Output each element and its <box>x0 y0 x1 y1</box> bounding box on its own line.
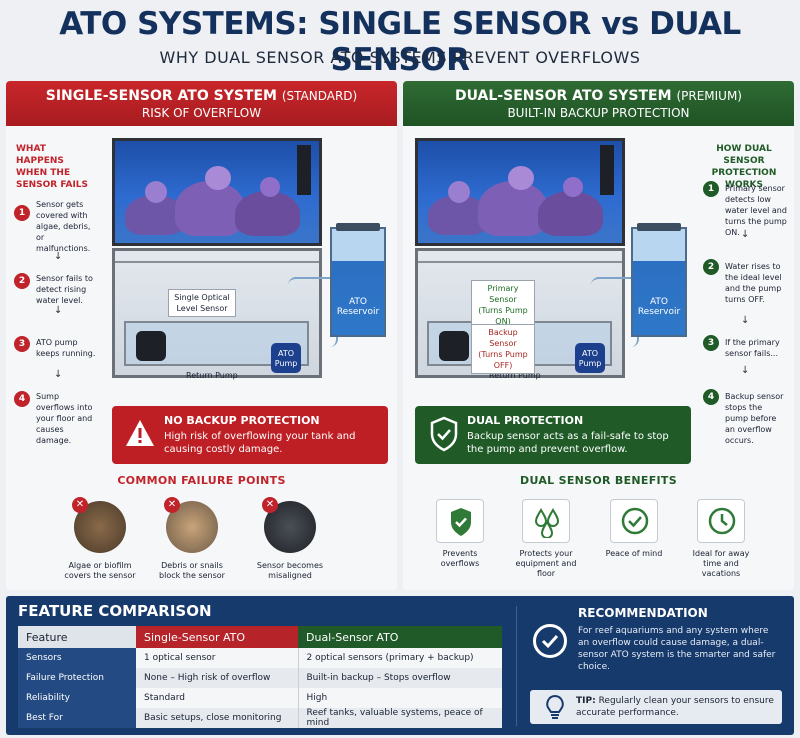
dual-sensor-panel: DUAL-SENSOR ATO SYSTEM (PREMIUM) BUILT-I… <box>403 81 794 590</box>
alert-text: Backup sensor acts as a fail-safe to sto… <box>467 431 669 455</box>
single-step-2-number: 2 <box>14 273 30 289</box>
failure-item-algae: ✕ Algae or biofilm covers the sensor <box>64 497 136 580</box>
comparison-section: FEATURE COMPARISON Feature Single-Sensor… <box>6 596 794 735</box>
tip-label: TIP: <box>576 696 596 706</box>
page-subtitle: WHY DUAL SENSOR ATO SYSTEMS PREVENT OVER… <box>159 48 641 67</box>
tip-text: Regularly clean your sensors to ensure a… <box>576 696 774 718</box>
shield-check-icon <box>430 416 458 452</box>
benefit-protects-equipment: Protects your equipment and floor <box>511 499 581 579</box>
comparison-table: Feature Single-Sensor ATO Dual-Sensor AT… <box>18 626 502 728</box>
header-single: Single-Sensor ATO <box>136 626 298 648</box>
dual-step-4-text: Backup sensor stops the pump before an o… <box>725 392 784 445</box>
water-drops-icon <box>534 508 560 538</box>
dual-title: DUAL-SENSOR ATO SYSTEM <box>455 88 672 104</box>
reservoir-label: ATO Reservoir <box>336 297 380 317</box>
primary-sensor-label: Primary Sensor (Turns Pump ON) <box>471 280 535 330</box>
alert-title: NO BACKUP PROTECTION <box>164 414 320 427</box>
header-dual: Dual-Sensor ATO <box>298 626 502 648</box>
dual-protection-alert: DUAL PROTECTION Backup sensor acts as a … <box>415 406 691 464</box>
single-step-2-text: Sensor fails to detect rising water leve… <box>36 274 93 305</box>
dual-step-1-text: Primary sensor detects low water level a… <box>725 184 787 237</box>
section-divider <box>516 606 517 726</box>
page-title: ATO SYSTEMS: SINGLE SENSOR vs DUAL SENSO… <box>59 6 741 78</box>
shield-check-icon <box>451 508 471 536</box>
backup-sensor-label: Backup Sensor (Turns Pump OFF) <box>471 324 535 374</box>
failure-item-debris: ✕ Debris or snails block the sensor <box>159 497 225 580</box>
x-icon: ✕ <box>164 497 180 513</box>
recommendation-title: RECOMMENDATION <box>578 606 708 620</box>
dual-step-2-number: 2 <box>703 259 719 275</box>
display-tank <box>415 138 625 246</box>
alert-text: High risk of overflowing your tank and c… <box>164 431 356 455</box>
single-step-3-number: 3 <box>14 336 30 352</box>
table-row: Reliability Standard High <box>18 688 502 708</box>
dual-step-3-number: 3 <box>703 335 719 351</box>
down-arrow-icon: ↓ <box>741 365 750 376</box>
ato-pump: ATO Pump <box>271 343 301 373</box>
table-row: Sensors 1 optical sensor 2 optical senso… <box>18 648 502 668</box>
ato-reservoir: ATO Reservoir <box>330 223 386 337</box>
x-icon: ✕ <box>72 497 88 513</box>
down-arrow-icon: ↓ <box>54 369 63 380</box>
dual-step-2-text: Water rises to the ideal level and the p… <box>725 262 782 304</box>
return-pump-label: Return Pump <box>489 371 541 380</box>
table-row: Failure Protection None – High risk of o… <box>18 668 502 688</box>
table-header-row: Feature Single-Sensor ATO Dual-Sensor AT… <box>18 626 502 648</box>
benefits-heading: DUAL SENSOR BENEFITS <box>520 474 677 487</box>
failure-item-misaligned: ✕ Sensor becomes misaligned <box>256 497 324 580</box>
warning-icon <box>126 420 154 446</box>
benefit-peace-of-mind: Peace of mind <box>599 499 669 559</box>
recommendation-text: For reef aquariums and any system where … <box>578 626 776 672</box>
table-row: Best For Basic setups, close monitoring … <box>18 708 502 728</box>
ato-pump: ATO Pump <box>575 343 605 373</box>
misaligned-sensor-icon: ✕ <box>262 497 316 553</box>
down-arrow-icon: ↓ <box>54 251 63 262</box>
single-step-4-number: 4 <box>14 391 30 407</box>
single-title: SINGLE-SENSOR ATO SYSTEM <box>45 88 277 104</box>
return-pump-icon <box>439 331 469 361</box>
alert-title: DUAL PROTECTION <box>467 414 584 427</box>
single-sensor-panel: SINGLE-SENSOR ATO SYSTEM (STANDARD) RISK… <box>6 81 397 590</box>
clock-icon <box>708 507 736 535</box>
return-pump-label: Return Pump <box>186 371 238 380</box>
ato-reservoir: ATO Reservoir <box>631 223 687 337</box>
overflow-box <box>600 145 614 195</box>
check-circle-icon <box>533 624 567 658</box>
dual-title-suffix: (PREMIUM) <box>676 89 742 103</box>
no-backup-alert: NO BACKUP PROTECTION High risk of overfl… <box>112 406 388 464</box>
benefit-away-time: Ideal for away time and vacations <box>683 499 759 579</box>
single-sensor-label: Single Optical Level Sensor <box>168 289 236 317</box>
single-title-suffix: (STANDARD) <box>281 89 358 103</box>
tip-box: TIP: Regularly clean your sensors to ens… <box>530 690 782 724</box>
reservoir-label: ATO Reservoir <box>637 297 681 317</box>
single-panel-header: SINGLE-SENSOR ATO SYSTEM (STANDARD) RISK… <box>6 81 397 126</box>
single-side-heading: WHAT HAPPENS WHEN THE SENSOR FAILS <box>16 144 89 190</box>
check-circle-icon <box>621 507 649 535</box>
dual-step-1-number: 1 <box>703 181 719 197</box>
benefit-prevents-overflows: Prevents overflows <box>425 499 495 569</box>
single-step-4-text: Sump overflows into your floor and cause… <box>36 392 93 445</box>
overflow-box <box>297 145 311 195</box>
failure-heading: COMMON FAILURE POINTS <box>117 474 286 487</box>
return-pump-icon <box>136 331 166 361</box>
dual-subtitle: BUILT-IN BACKUP PROTECTION <box>507 106 690 120</box>
single-step-1-text: Sensor gets covered with algae, debris, … <box>36 200 91 253</box>
single-step-1-number: 1 <box>14 205 30 221</box>
snail-icon: ✕ <box>164 497 218 553</box>
dual-side-heading: HOW DUAL SENSOR PROTECTION WORKS <box>711 144 777 190</box>
dual-step-3-text: If the primary sensor fails... <box>725 338 780 358</box>
single-subtitle: RISK OF OVERFLOW <box>141 106 262 120</box>
single-step-3-text: ATO pump keeps running. <box>36 338 96 358</box>
algae-sensor-icon: ✕ <box>72 497 126 553</box>
header-feature: Feature <box>18 626 136 648</box>
down-arrow-icon: ↓ <box>54 305 63 316</box>
lightbulb-icon <box>546 694 564 719</box>
down-arrow-icon: ↓ <box>741 229 750 240</box>
x-icon: ✕ <box>262 497 278 513</box>
comparison-title: FEATURE COMPARISON <box>18 602 212 620</box>
down-arrow-icon: ↓ <box>741 315 750 326</box>
display-tank <box>112 138 322 246</box>
dual-step-4-number: 4 <box>703 389 719 405</box>
dual-panel-header: DUAL-SENSOR ATO SYSTEM (PREMIUM) BUILT-I… <box>403 81 794 126</box>
